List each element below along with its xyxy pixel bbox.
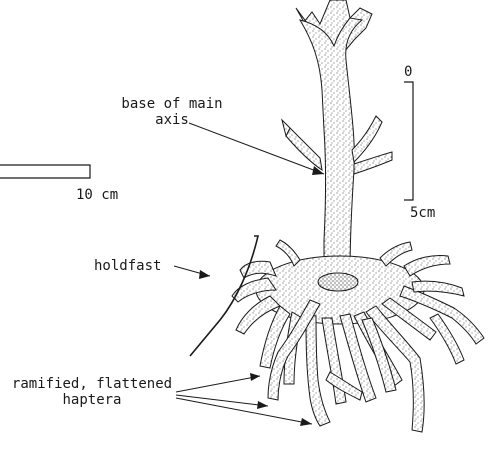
left-scale-label: 10 cm [76, 187, 118, 203]
base-label-line-1: base of main [82, 96, 262, 112]
base-label-line-2: axis [82, 112, 262, 128]
base-of-main-axis-label: base of main axis [82, 96, 262, 128]
right-scale-bar [404, 82, 413, 200]
right-scale-zero-label: 0 [404, 64, 412, 80]
holdfast-label: holdfast [94, 258, 161, 274]
haptera-label: ramified, flattened haptera [4, 376, 180, 408]
haptera-label-line-1: ramified, flattened [4, 376, 180, 392]
main-axis [282, 0, 392, 275]
haptera-label-line-2: haptera [4, 392, 180, 408]
right-scale-5cm-label: 5cm [410, 205, 435, 221]
left-scale-bar [0, 165, 90, 178]
